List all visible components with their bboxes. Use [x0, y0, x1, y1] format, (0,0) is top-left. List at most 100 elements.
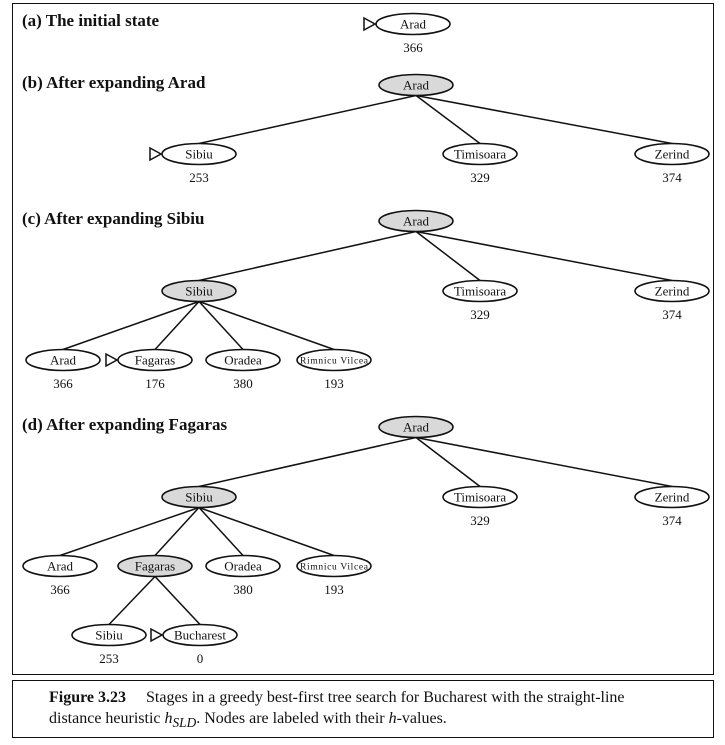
node-h-value: 193: [324, 582, 344, 597]
node-ellipse: [442, 142, 518, 166]
caption-text: Stages in a greedy best-first tree searc…: [49, 689, 625, 731]
tree-edge: [198, 94, 417, 145]
node-label: Arad: [50, 353, 76, 368]
node-label: Sibiu: [95, 628, 123, 643]
node-ellipse: [442, 485, 518, 509]
node-label: Arad: [47, 559, 73, 574]
node-h-value: 329: [470, 513, 490, 528]
node-h-value: 366: [50, 582, 70, 597]
panel-title: (d) After expanding Fagaras: [22, 415, 227, 434]
node-h-value: 329: [470, 170, 490, 185]
tree-edge: [154, 506, 200, 557]
node-label: Timisoara: [454, 284, 506, 299]
node-ellipse: [296, 348, 372, 372]
next-expansion-marker-icon: [363, 16, 377, 32]
node-label: Oradea: [224, 353, 262, 368]
tree-node: Rimnicu Vilcea 193: [296, 348, 372, 391]
tree-node: Timisoara 329: [442, 142, 518, 185]
node-label: Zerind: [655, 147, 690, 162]
node-ellipse: [117, 554, 193, 578]
node-h-value: 374: [662, 307, 682, 322]
node-h-value: 253: [189, 170, 209, 185]
tree-node: Oradea 380: [205, 348, 281, 391]
figure-frame: [12, 3, 714, 675]
tree-edge: [415, 230, 673, 282]
tree-edge: [59, 506, 200, 557]
tree-node: Sibiu 253: [149, 142, 237, 185]
node-ellipse: [378, 415, 454, 439]
tree-node: Arad: [378, 415, 454, 439]
node-h-value: 253: [99, 651, 119, 666]
tree-node: Sibiu: [161, 485, 237, 509]
tree-edge: [198, 300, 335, 351]
tree-node: Timisoara 329: [442, 485, 518, 528]
node-label: Arad: [400, 17, 426, 32]
tree-edges: [62, 230, 673, 351]
tree-node: Arad 366: [25, 348, 101, 391]
node-label: Fagaras: [135, 559, 175, 574]
node-label: Zerind: [655, 284, 690, 299]
caption-text-after: -values.: [396, 710, 447, 727]
node-label: Timisoara: [454, 147, 506, 162]
node-h-value: 176: [145, 376, 165, 391]
tree-edge: [415, 94, 481, 145]
node-h-value: 380: [233, 582, 253, 597]
caption-math-h: h: [164, 710, 173, 727]
node-ellipse: [442, 279, 518, 303]
next-expansion-marker-icon: [105, 352, 119, 368]
node-ellipse: [378, 209, 454, 233]
panel-title: (c) After expanding Sibiu: [22, 209, 204, 228]
tree-edge: [198, 506, 244, 557]
tree-node: Oradea 380: [205, 554, 281, 597]
node-label: Rimnicu Vilcea: [300, 563, 369, 573]
node-h-value: 380: [233, 376, 253, 391]
node-label: Sibiu: [185, 490, 213, 505]
node-label: Arad: [403, 214, 429, 229]
tree-node: Arad: [378, 73, 454, 97]
caption-text-middle: . Nodes are labeled with their: [196, 710, 389, 727]
tree-node: Sibiu: [161, 279, 237, 303]
node-ellipse: [205, 348, 281, 372]
node-label: Fagaras: [135, 353, 175, 368]
tree-node: Zerind 374: [634, 142, 710, 185]
node-ellipse: [634, 485, 710, 509]
tree-edge: [154, 300, 200, 351]
node-ellipse: [205, 554, 281, 578]
panel-title: (b) After expanding Arad: [22, 73, 206, 92]
node-ellipse: [634, 142, 710, 166]
next-expansion-marker-icon: [150, 627, 164, 643]
node-label: Rimnicu Vilcea: [300, 357, 369, 367]
caption-text-before: Stages in a greedy best-first tree searc…: [49, 689, 625, 727]
node-label: Timisoara: [454, 490, 506, 505]
node-label: Zerind: [655, 490, 690, 505]
node-ellipse: [634, 279, 710, 303]
tree-edge: [198, 230, 417, 282]
node-h-value: 193: [324, 376, 344, 391]
node-h-value: 329: [470, 307, 490, 322]
node-h-value: 374: [662, 170, 682, 185]
tree-edge: [198, 506, 335, 557]
node-h-value: 366: [403, 40, 423, 55]
node-h-value: 0: [197, 651, 204, 666]
tree-node: Arad: [378, 209, 454, 233]
tree-edge: [415, 436, 481, 488]
node-h-value: 366: [53, 376, 73, 391]
node-label: Bucharest: [174, 628, 226, 643]
caption-math-sub: SLD: [172, 715, 197, 731]
node-ellipse: [161, 279, 237, 303]
node-label: Oradea: [224, 559, 262, 574]
tree-edge: [154, 575, 201, 626]
tree-node: Arad 366: [363, 12, 451, 55]
tree-node: Arad 366: [22, 554, 98, 597]
node-label: Sibiu: [185, 147, 213, 162]
tree-edges: [59, 436, 673, 626]
next-expansion-marker-icon: [149, 146, 163, 162]
caption-math-h2: h: [388, 710, 397, 727]
tree-edge: [62, 300, 200, 351]
tree-edge: [415, 230, 481, 282]
